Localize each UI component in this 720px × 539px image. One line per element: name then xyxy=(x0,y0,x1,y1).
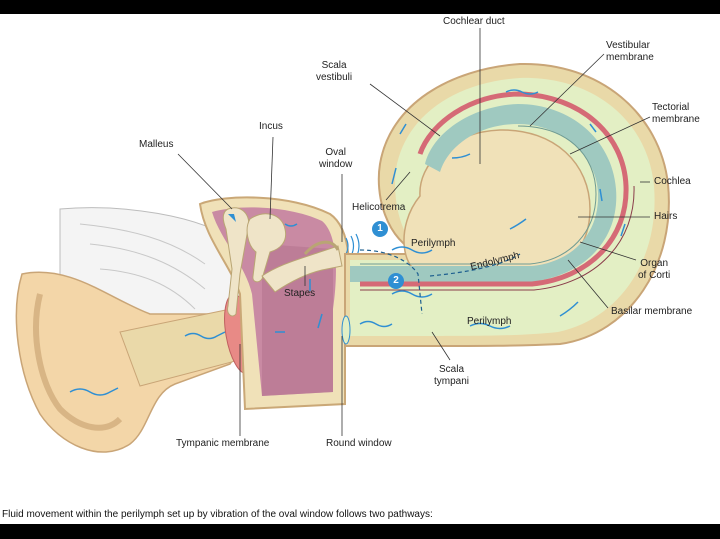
stapes-arch xyxy=(303,240,340,256)
middle-ear-flow-arrow xyxy=(317,313,323,329)
label-hairs: Hairs xyxy=(654,211,678,222)
figure-caption: Fluid movement within the perilymph set … xyxy=(2,509,433,520)
middle-ear-flow-arrow xyxy=(228,214,236,222)
canal-flow-arrow xyxy=(184,331,226,340)
leader-basilar-membrane xyxy=(567,259,609,309)
label-organ-of-corti: Organ of Corti xyxy=(638,258,671,281)
flow-arrow xyxy=(589,123,597,133)
label-oval-window: Oval window xyxy=(319,147,353,170)
leader-helicotrema xyxy=(385,171,411,201)
canal-flow-arrow xyxy=(69,387,119,396)
flow-arrow xyxy=(399,123,407,135)
pinna-fold xyxy=(33,293,123,431)
organ-of-corti xyxy=(360,91,629,287)
flow-arrow xyxy=(469,322,511,330)
ear-cochlea-diagram: Cochlear duct Scala vestibuli Vestibular… xyxy=(0,14,720,524)
label-cochlear-duct: Cochlear duct xyxy=(443,16,505,27)
leader-organ-of-corti xyxy=(579,241,637,261)
stapes-bone xyxy=(261,245,343,293)
flow-arrow xyxy=(505,89,539,95)
flow-arrow xyxy=(451,153,471,159)
bone-texture xyxy=(79,223,206,310)
label-tympanic-membrane: Tympanic membrane xyxy=(176,438,270,449)
incus-bone xyxy=(246,213,287,283)
malleus-bone xyxy=(222,207,250,317)
flow-arrow xyxy=(559,301,579,317)
fluid-pathway-dashed xyxy=(359,249,521,315)
label-perilymph-lower: Perilymph xyxy=(467,316,512,327)
label-stapes: Stapes xyxy=(284,288,316,299)
leader-incus xyxy=(269,136,274,220)
label-helicotrema: Helicotrema xyxy=(352,202,406,213)
label-basilar-membrane: Basilar membrane xyxy=(611,306,693,317)
label-round-window: Round window xyxy=(326,438,392,449)
leader-tectorial-membrane xyxy=(569,116,651,155)
flow-arrow xyxy=(620,223,626,237)
flow-arrow xyxy=(359,320,393,328)
cochlea-flow-arrows xyxy=(359,89,626,330)
basilar-membrane-line xyxy=(360,185,635,291)
pathway-marker-2: 2 xyxy=(388,273,404,289)
flow-arrow xyxy=(509,218,527,230)
middle-ear-flow-arrow xyxy=(284,223,298,227)
leader-scala-tympani xyxy=(431,331,451,361)
flow-arrow xyxy=(391,290,433,298)
leader-lines xyxy=(177,28,651,436)
flow-arrow xyxy=(391,246,433,254)
vestibular-membrane-line xyxy=(360,125,597,265)
leader-vestibular-membrane xyxy=(529,53,605,127)
label-vestibular-membrane: Vestibular membrane xyxy=(606,40,654,63)
leader-malleus xyxy=(177,153,233,210)
flow-arrow xyxy=(599,188,603,202)
label-tectorial-membrane: Tectorial membrane xyxy=(652,102,700,125)
label-incus: Incus xyxy=(259,121,283,132)
label-perilymph-upper: Perilymph xyxy=(411,238,456,249)
diagram-artwork xyxy=(15,28,670,453)
label-cochlea: Cochlea xyxy=(654,176,691,187)
round-window xyxy=(341,315,351,345)
pathway-marker-1: 1 xyxy=(372,221,388,237)
flow-arrow xyxy=(391,167,397,185)
label-scala-tympani: Scala tympani xyxy=(434,364,470,387)
label-malleus: Malleus xyxy=(139,139,174,150)
label-scala-vestibuli: Scala vestibuli xyxy=(316,60,353,83)
leader-scala-vestibuli xyxy=(369,83,441,137)
